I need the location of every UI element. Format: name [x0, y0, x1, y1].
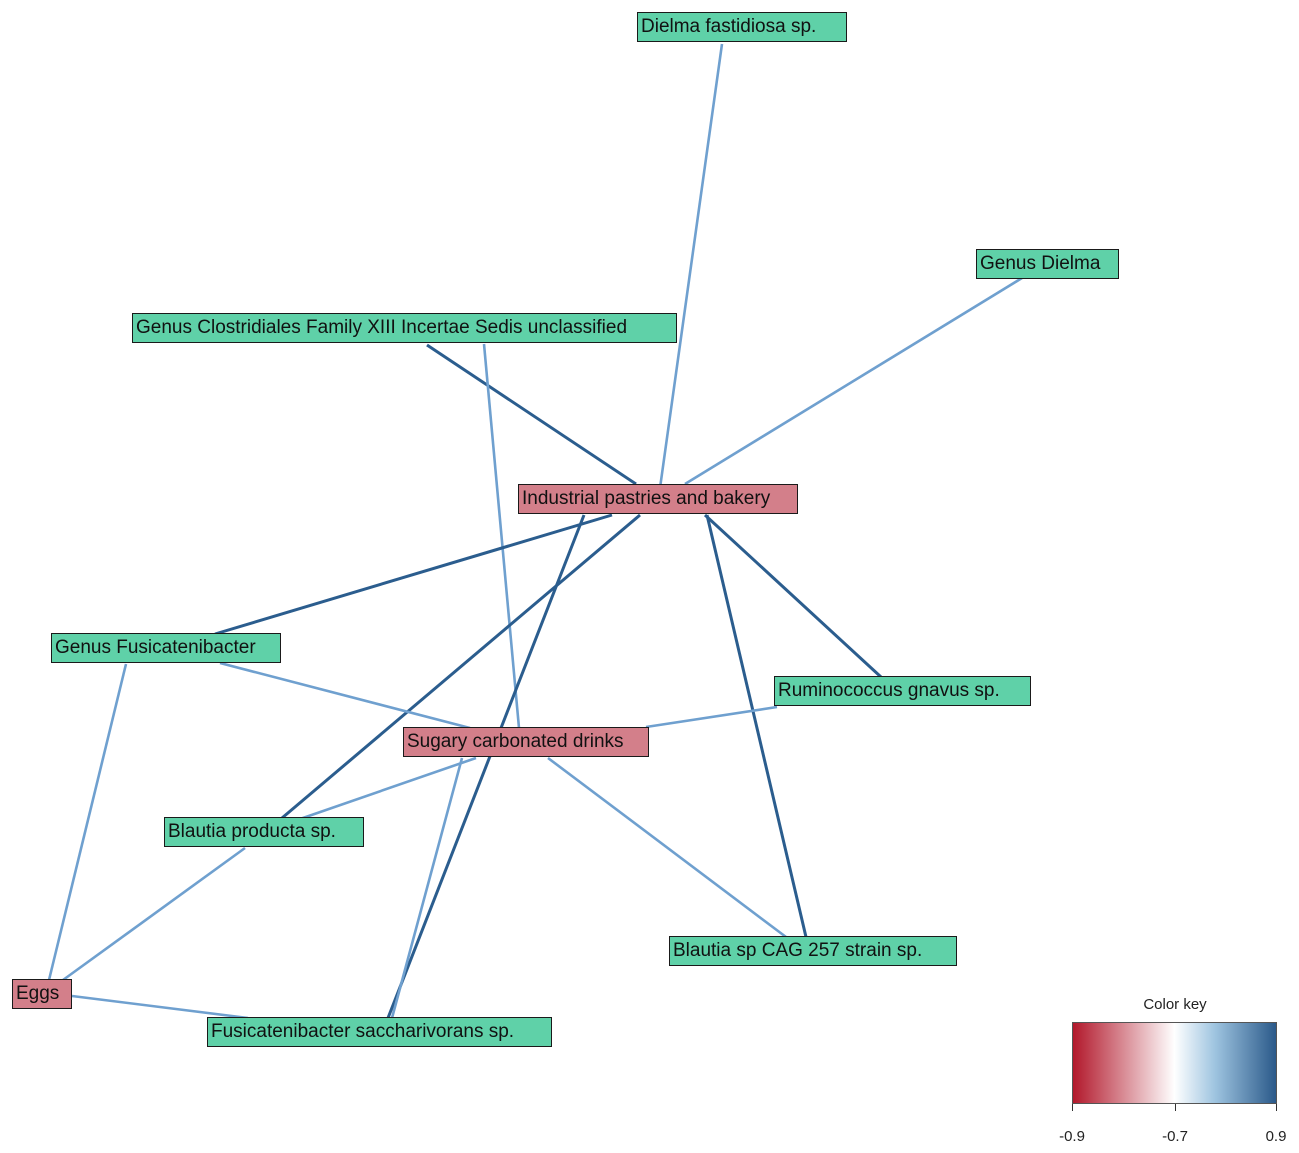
color-key-label-min: -0.9 — [1059, 1128, 1085, 1145]
node-industrial_pastries: Industrial pastries and bakery — [518, 484, 798, 514]
node-dielma_fastidiosa: Dielma fastidiosa sp. — [637, 12, 847, 42]
edge-eggs-genus_fusicatenibacter — [47, 663, 128, 981]
edge-industrial_pastries-genus_clostridiales — [426, 343, 637, 486]
color-key-title: Color key — [1143, 996, 1207, 1013]
node-blautia_producta: Blautia producta sp. — [164, 817, 364, 847]
edge-industrial_pastries-fusicatenibacter_saccharivorans — [386, 514, 586, 1019]
node-sugary_drinks: Sugary carbonated drinks — [403, 727, 649, 757]
color-key-tick — [1072, 1104, 1073, 1111]
edge-sugary_drinks-ruminococcus_gnavus — [645, 705, 778, 729]
color-key-tick — [1175, 1104, 1176, 1111]
edge-sugary_drinks-genus_clostridiales — [482, 343, 521, 729]
node-genus_fusicatenibacter: Genus Fusicatenibacter — [51, 633, 281, 663]
edge-eggs-fusicatenibacter_saccharivorans — [71, 994, 249, 1020]
edge-industrial_pastries-ruminococcus_gnavus — [703, 513, 883, 679]
color-key: Color key -0.9 -0.7 0.9 — [1040, 992, 1299, 1153]
color-key-label-mid: -0.7 — [1162, 1128, 1188, 1145]
edge-eggs-blautia_producta — [62, 846, 246, 982]
edge-industrial_pastries-dielma_fastidiosa — [658, 43, 724, 489]
node-blautia_cag257: Blautia sp CAG 257 strain sp. — [669, 936, 957, 966]
color-key-tick — [1276, 1104, 1277, 1111]
edge-sugary_drinks-blautia_producta — [299, 756, 477, 821]
edge-industrial_pastries-genus_dielma — [684, 276, 1023, 486]
node-fusicatenibacter_saccharivorans: Fusicatenibacter saccharivorans sp. — [207, 1017, 552, 1047]
edge-sugary_drinks-fusicatenibacter_saccharivorans — [390, 757, 464, 1019]
edge-industrial_pastries-blautia_cag257 — [705, 514, 808, 938]
edge-sugary_drinks-blautia_cag257 — [547, 756, 787, 939]
node-ruminococcus_gnavus: Ruminococcus gnavus sp. — [774, 676, 1031, 706]
node-genus_clostridiales: Genus Clostridiales Family XIII Incertae… — [132, 313, 677, 343]
edge-sugary_drinks-genus_fusicatenibacter — [219, 661, 471, 730]
node-eggs: Eggs — [12, 979, 72, 1009]
edge-industrial_pastries-blautia_producta — [281, 513, 641, 820]
color-key-label-max: 0.9 — [1265, 1128, 1287, 1145]
color-key-gradient — [1072, 1022, 1277, 1104]
edge-industrial_pastries-genus_fusicatenibacter — [214, 513, 613, 636]
node-genus_dielma: Genus Dielma — [976, 249, 1119, 279]
